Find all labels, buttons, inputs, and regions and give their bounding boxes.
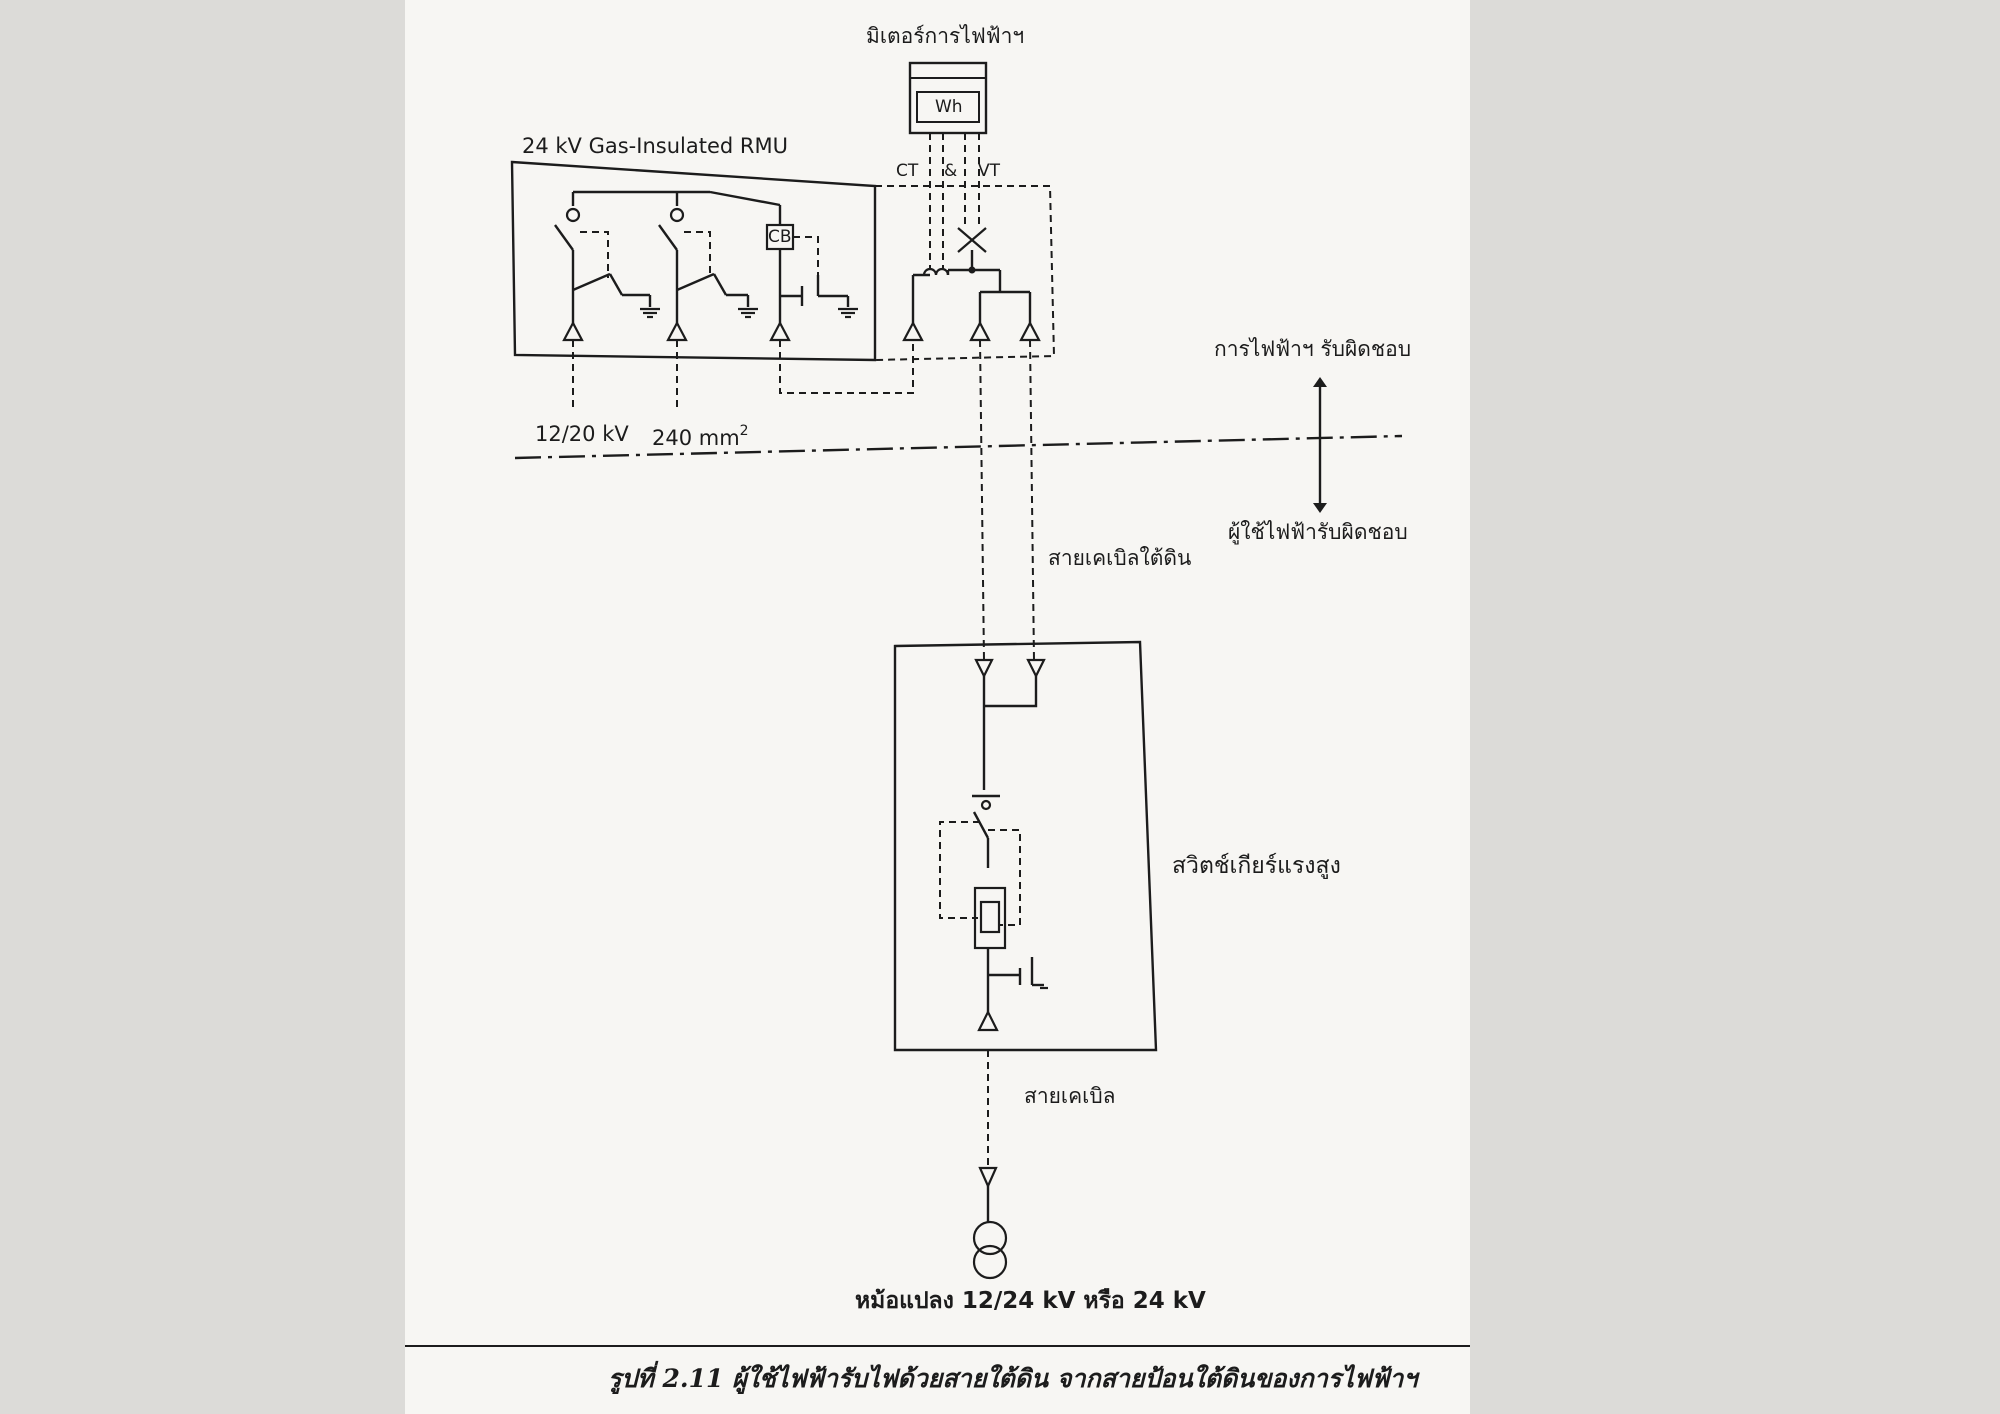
meter-box: [908, 61, 988, 135]
load-break-switch-1: [554, 190, 710, 342]
underground-cable-1: [979, 339, 985, 661]
transformer-label: หม้อแปลง 12/24 kV หรือ 24 kV: [855, 1288, 1206, 1314]
rmu-enclosure: [510, 160, 1056, 362]
meter-title: มิเตอร์การไฟฟ้าฯ: [866, 24, 1025, 48]
rmu-title: 24 kV Gas-Insulated RMU: [522, 134, 788, 158]
hv-switchgear-enclosure: [893, 640, 1158, 1052]
feeder-size-label: 240 mm2: [652, 424, 749, 449]
underground-cable-2: [1029, 339, 1035, 661]
document-page: [405, 0, 1470, 1414]
feeder-size-sup: 2: [739, 423, 749, 439]
responsibility-boundary-line: [514, 434, 1403, 460]
user-responsibility-label: ผู้ใช้ไฟฟ้ารับผิดชอบ: [1228, 520, 1408, 544]
load-break-switch-2: [658, 192, 758, 342]
switchgear-label: สวิตช์เกียร์แรงสูง: [1172, 853, 1341, 879]
underground-cable-label: สายเคเบิลใต้ดิน: [1048, 546, 1192, 570]
ct-label: CT: [896, 161, 919, 181]
cb-label: CB: [768, 227, 792, 247]
feeder-voltage-label: 12/20 kV: [535, 422, 629, 446]
feeder-size-text: 240 mm: [652, 426, 740, 450]
metering-section: [902, 227, 1041, 342]
ampersand-label: &: [944, 161, 958, 181]
utility-responsibility-label: การไฟฟ้าฯ รับผิดชอบ: [1214, 337, 1412, 361]
circuit-breaker-feeder: [709, 190, 858, 342]
cable-label: สายเคเบิล: [1024, 1084, 1116, 1108]
transformer-symbol: [972, 1166, 1008, 1280]
meter-wh-label: Wh: [935, 97, 963, 117]
vt-label: VT: [978, 161, 1001, 181]
figure-caption: รูปที่ 2.11 ผู้ใช้ไฟฟ้ารับไฟด้วยสายใต้ดิ…: [608, 1364, 1418, 1393]
